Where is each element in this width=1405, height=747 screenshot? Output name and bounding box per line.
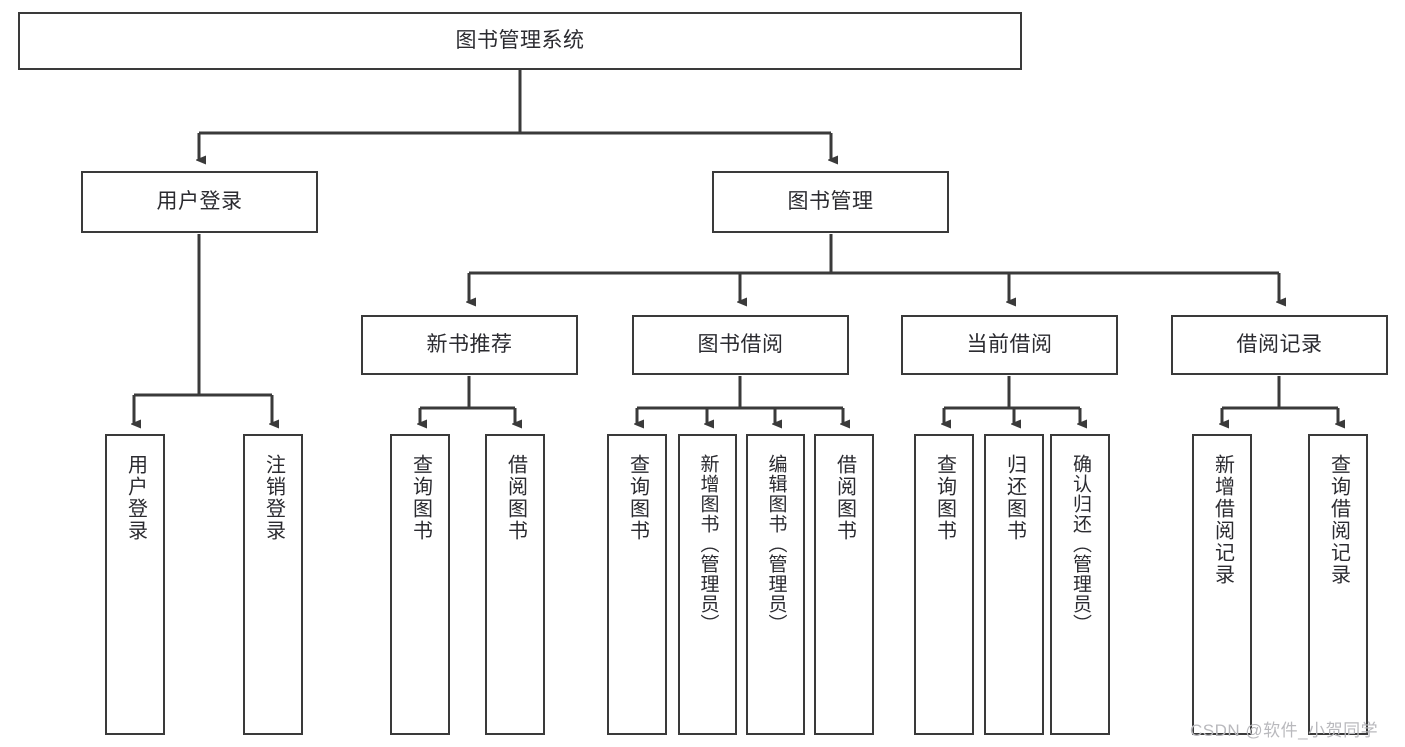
- leaf-recommend-query-book[interactable]: 查询图书: [390, 434, 450, 735]
- node-label: 编辑图书（管理员）: [765, 454, 787, 634]
- node-borrow-record[interactable]: 借阅记录: [1171, 315, 1388, 375]
- node-user-login[interactable]: 用户登录: [81, 171, 318, 233]
- node-root-system[interactable]: 图书管理系统: [18, 12, 1022, 70]
- node-label: 查询借阅记录: [1327, 454, 1350, 586]
- node-book-management[interactable]: 图书管理: [712, 171, 949, 233]
- leaf-user-login-signout[interactable]: 注销登录: [243, 434, 303, 735]
- node-label: 图书管理系统: [455, 28, 585, 52]
- node-label: 图书借阅: [697, 332, 784, 356]
- leaf-record-query-record[interactable]: 查询借阅记录: [1308, 434, 1368, 735]
- node-label: 用户登录: [156, 189, 243, 213]
- node-label: 新增图书（管理员）: [697, 454, 719, 634]
- node-new-book-recommend[interactable]: 新书推荐: [361, 315, 578, 375]
- csdn-watermark: CSDN @软件_小贺同学: [1190, 721, 1379, 740]
- leaf-recommend-borrow-book[interactable]: 借阅图书: [485, 434, 545, 735]
- node-label: 查询图书: [933, 454, 956, 542]
- node-label: 归还图书: [1003, 454, 1026, 542]
- node-label: 查询图书: [409, 454, 432, 542]
- node-label: 当前借阅: [966, 332, 1053, 356]
- leaf-borrow-query-book[interactable]: 查询图书: [607, 434, 667, 735]
- leaf-borrow-add-book-admin[interactable]: 新增图书（管理员）: [678, 434, 737, 735]
- node-current-borrow[interactable]: 当前借阅: [901, 315, 1118, 375]
- node-label: 借阅记录: [1236, 332, 1323, 356]
- leaf-current-return-book[interactable]: 归还图书: [984, 434, 1044, 735]
- node-label: 借阅图书: [504, 454, 527, 542]
- leaf-borrow-edit-book-admin[interactable]: 编辑图书（管理员）: [746, 434, 805, 735]
- node-label: 借阅图书: [833, 454, 856, 542]
- leaf-record-add-record[interactable]: 新增借阅记录: [1192, 434, 1252, 735]
- leaf-current-query-book[interactable]: 查询图书: [914, 434, 974, 735]
- node-label: 用户登录: [124, 454, 147, 542]
- leaf-user-login-signin[interactable]: 用户登录: [105, 434, 165, 735]
- node-label: 图书管理: [787, 189, 874, 213]
- node-label: 新书推荐: [426, 332, 513, 356]
- leaf-borrow-borrow-book[interactable]: 借阅图书: [814, 434, 874, 735]
- node-label: 确认归还（管理员）: [1069, 454, 1091, 634]
- node-book-borrow[interactable]: 图书借阅: [632, 315, 849, 375]
- node-label: 查询图书: [626, 454, 649, 542]
- leaf-current-confirm-return-admin[interactable]: 确认归还（管理员）: [1050, 434, 1110, 735]
- node-label: 注销登录: [262, 454, 285, 542]
- node-label: 新增借阅记录: [1211, 454, 1234, 586]
